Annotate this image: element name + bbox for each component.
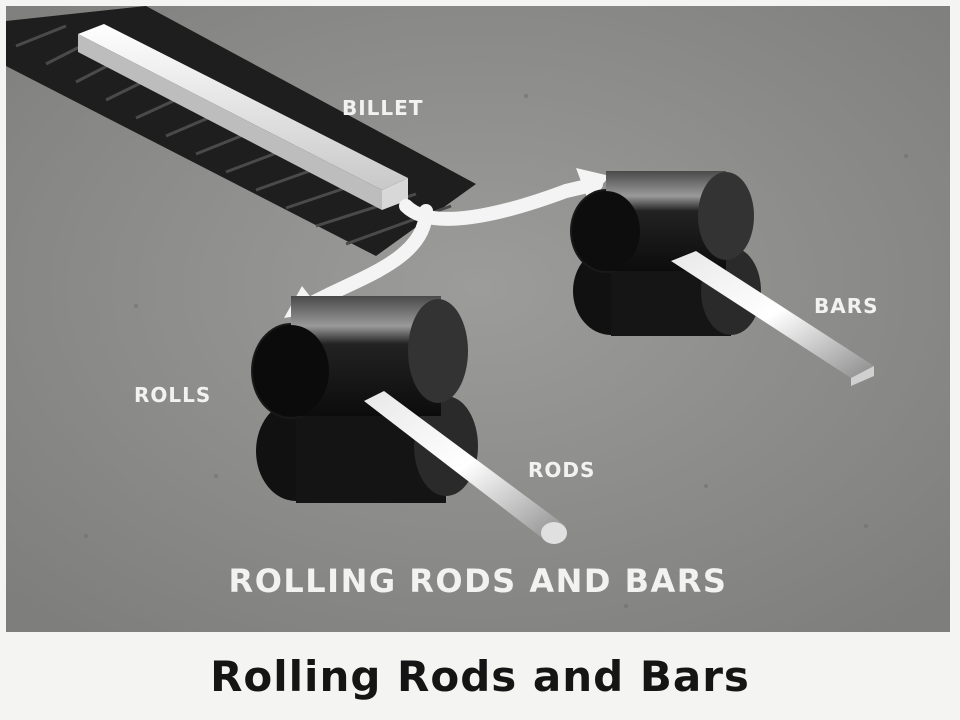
figure-caption: Rolling Rods and Bars (210, 652, 750, 701)
roll-stand-rods (251, 296, 567, 544)
photo-grain (84, 94, 908, 608)
bars-label: BARS (814, 294, 879, 318)
rolls-label: ROLLS (134, 383, 212, 407)
roll-stand-bars (570, 171, 874, 386)
inner-title: ROLLING RODS AND BARS (228, 562, 728, 600)
diagram-illustration (6, 6, 950, 632)
rods-label: RODS (528, 458, 596, 482)
billet-label: BILLET (342, 96, 424, 120)
diagram-photo: BILLET BARS ROLLS RODS ROLLING RODS AND … (6, 6, 950, 632)
